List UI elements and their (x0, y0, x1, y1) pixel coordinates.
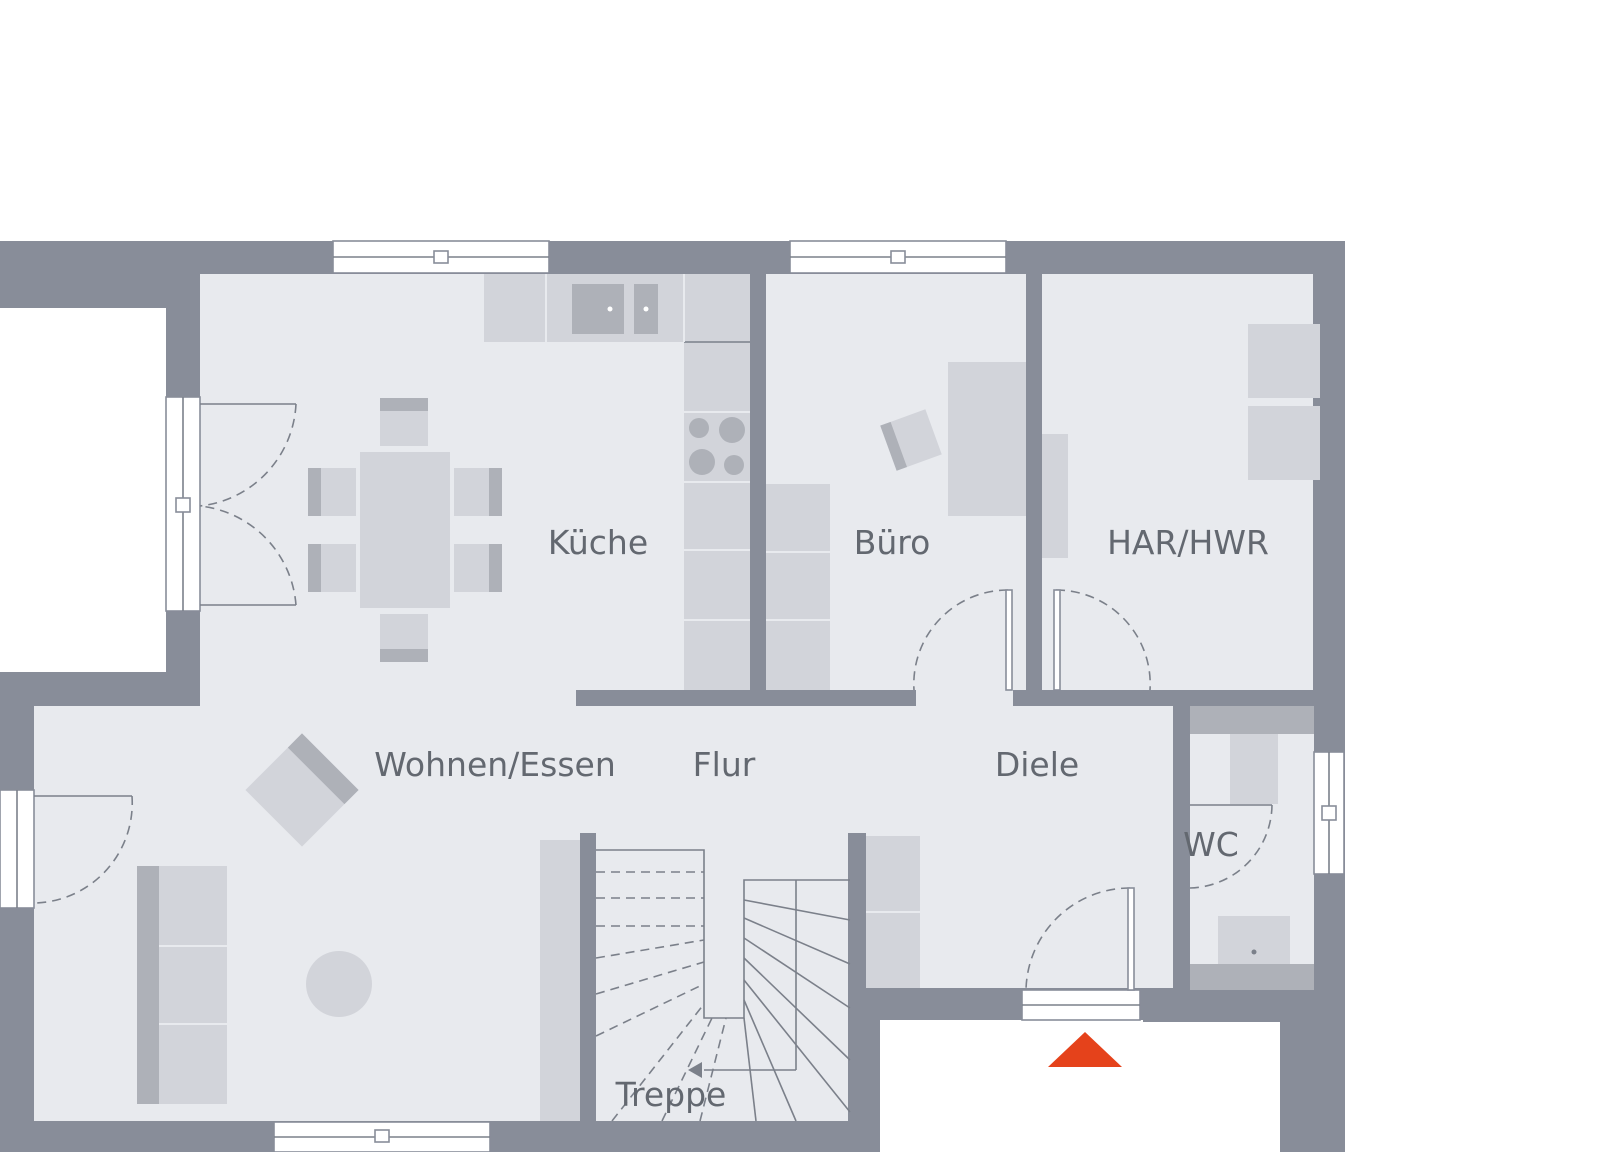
label-treppe: Treppe (615, 1075, 727, 1114)
entrance-arrow-icon (1048, 1032, 1122, 1067)
interior-walls (576, 274, 1315, 1121)
label-wohnen-essen: Wohnen/Essen (374, 745, 616, 784)
desk (948, 362, 1026, 516)
room-labels: Küche Büro HAR/HWR Wohnen/Essen Flur Die… (374, 523, 1269, 1114)
wall-flur-top (576, 690, 916, 706)
dining-set (308, 398, 502, 662)
label-diele: Diele (995, 745, 1079, 784)
floor-flur (590, 706, 1173, 833)
toilet (1230, 734, 1278, 804)
utility-shelf (1042, 434, 1068, 558)
washer (1248, 324, 1320, 398)
label-wc: WC (1183, 825, 1239, 864)
kitchen-sink (572, 284, 624, 334)
sideboard (540, 840, 580, 1121)
exterior-cutout-left (0, 308, 166, 672)
wall-stair-right (850, 833, 866, 988)
label-har-hwr: HAR/HWR (1107, 523, 1269, 562)
wall-buero-har (1026, 274, 1042, 692)
windows (0, 240, 1345, 1152)
kitchen-counter-right (684, 342, 750, 690)
wash-basin (1218, 916, 1290, 966)
floor-treppe (596, 833, 848, 1121)
wall-stair-left (580, 833, 596, 1121)
wall-kueche-buero (750, 274, 766, 706)
office-furniture (766, 362, 1026, 690)
label-buero: Büro (854, 523, 931, 562)
stair-direction-arrow (688, 1062, 702, 1078)
floors (34, 274, 1314, 1121)
coffee-table (306, 951, 372, 1017)
wall-wc-left-top (1173, 690, 1190, 805)
wall-wc-left-bottom (1173, 890, 1190, 990)
office-cabinet (766, 484, 830, 690)
stove-burner (689, 418, 709, 438)
staircase (595, 849, 851, 1122)
label-flur: Flur (693, 745, 756, 784)
dryer (1248, 406, 1320, 480)
wall-diele-stub (1013, 690, 1055, 706)
kitchen-furniture (484, 274, 750, 690)
wall-wc-top (1155, 690, 1315, 706)
dining-table (360, 452, 450, 608)
utility-furniture (1042, 324, 1320, 558)
label-kueche: Küche (548, 523, 648, 562)
door-swings (33, 403, 1273, 991)
wc-fixtures (1190, 706, 1314, 990)
